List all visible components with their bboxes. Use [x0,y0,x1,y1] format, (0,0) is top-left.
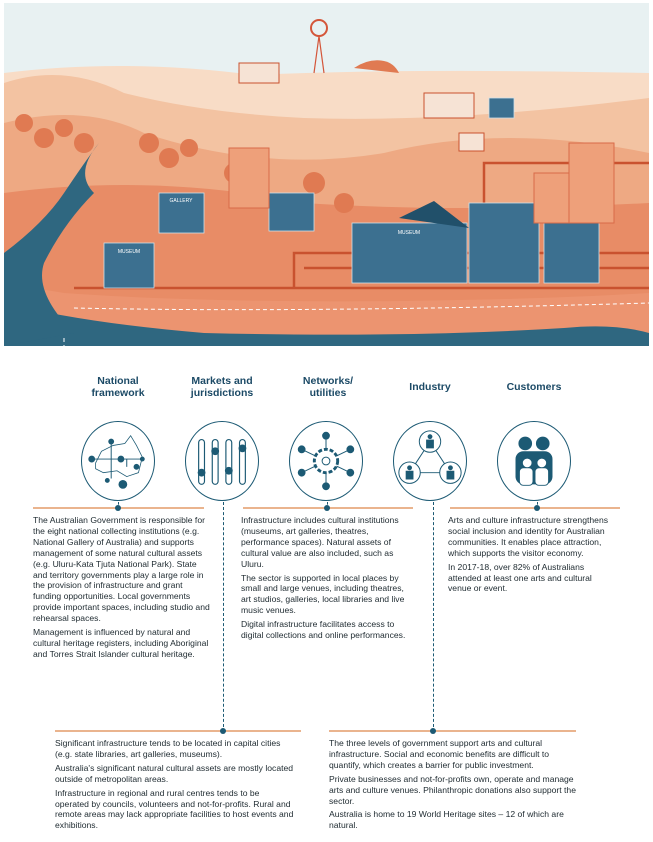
cultural-infrastructure-illustration: MUSEUM GALLERY MUSEUM [4,3,649,346]
museum-label: MUSEUM [118,249,140,255]
connector-dot [115,505,121,511]
connector [433,502,434,732]
divider-line [55,730,301,732]
family-icon [497,421,571,501]
museum-label: MUSEUM [398,230,420,236]
gallery-label: GALLERY [170,198,194,204]
heading-networks-utilities: Networks/ utilities [302,375,354,399]
connector-dot [534,505,540,511]
slider-bars-icon [185,421,259,501]
national-framework-description: The Australian Government is responsible… [33,515,210,659]
divider-line [329,730,576,732]
connected-groups-icon [393,421,467,501]
networks-utilities-description: Infrastructure includes cultural institu… [241,515,406,641]
customers-description: Arts and culture infrastructure strength… [448,515,609,594]
heading-customers: Customers [506,381,562,393]
gear-network-icon [289,421,363,501]
connector [223,502,224,732]
connector-dot [220,728,226,734]
australia-network-icon [81,421,155,501]
connector-dot [430,728,436,734]
markets-jurisdictions-description: Significant infrastructure tends to be l… [55,738,294,831]
heading-industry: Industry [409,381,451,393]
industry-description: The three levels of government support a… [329,738,576,831]
heading-national-framework: National framework [91,375,145,399]
connector-dot [324,505,330,511]
heading-markets-jurisdictions: Markets and jurisdictions [190,375,254,399]
